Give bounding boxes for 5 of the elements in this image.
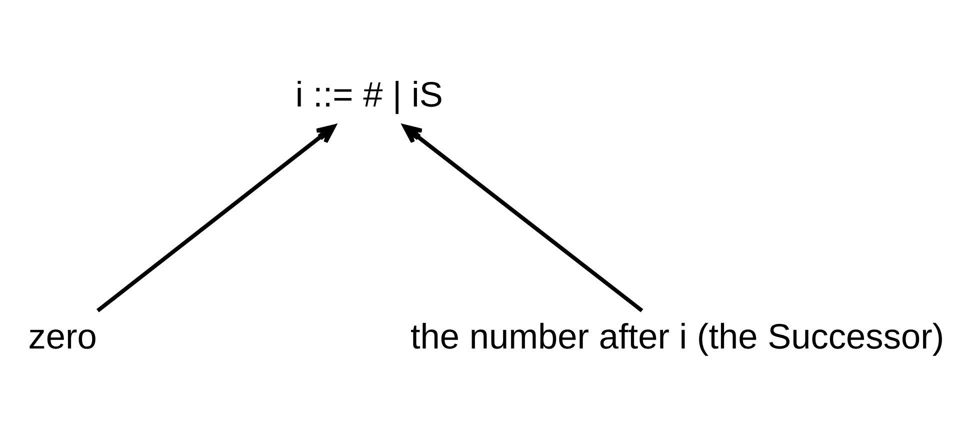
node-text: the number after i (the Successor) (410, 317, 944, 356)
node-text: zero (28, 317, 97, 356)
node-text: i ::= # | iS (295, 74, 443, 114)
arrow (402, 124, 644, 312)
arrow (96, 124, 336, 312)
